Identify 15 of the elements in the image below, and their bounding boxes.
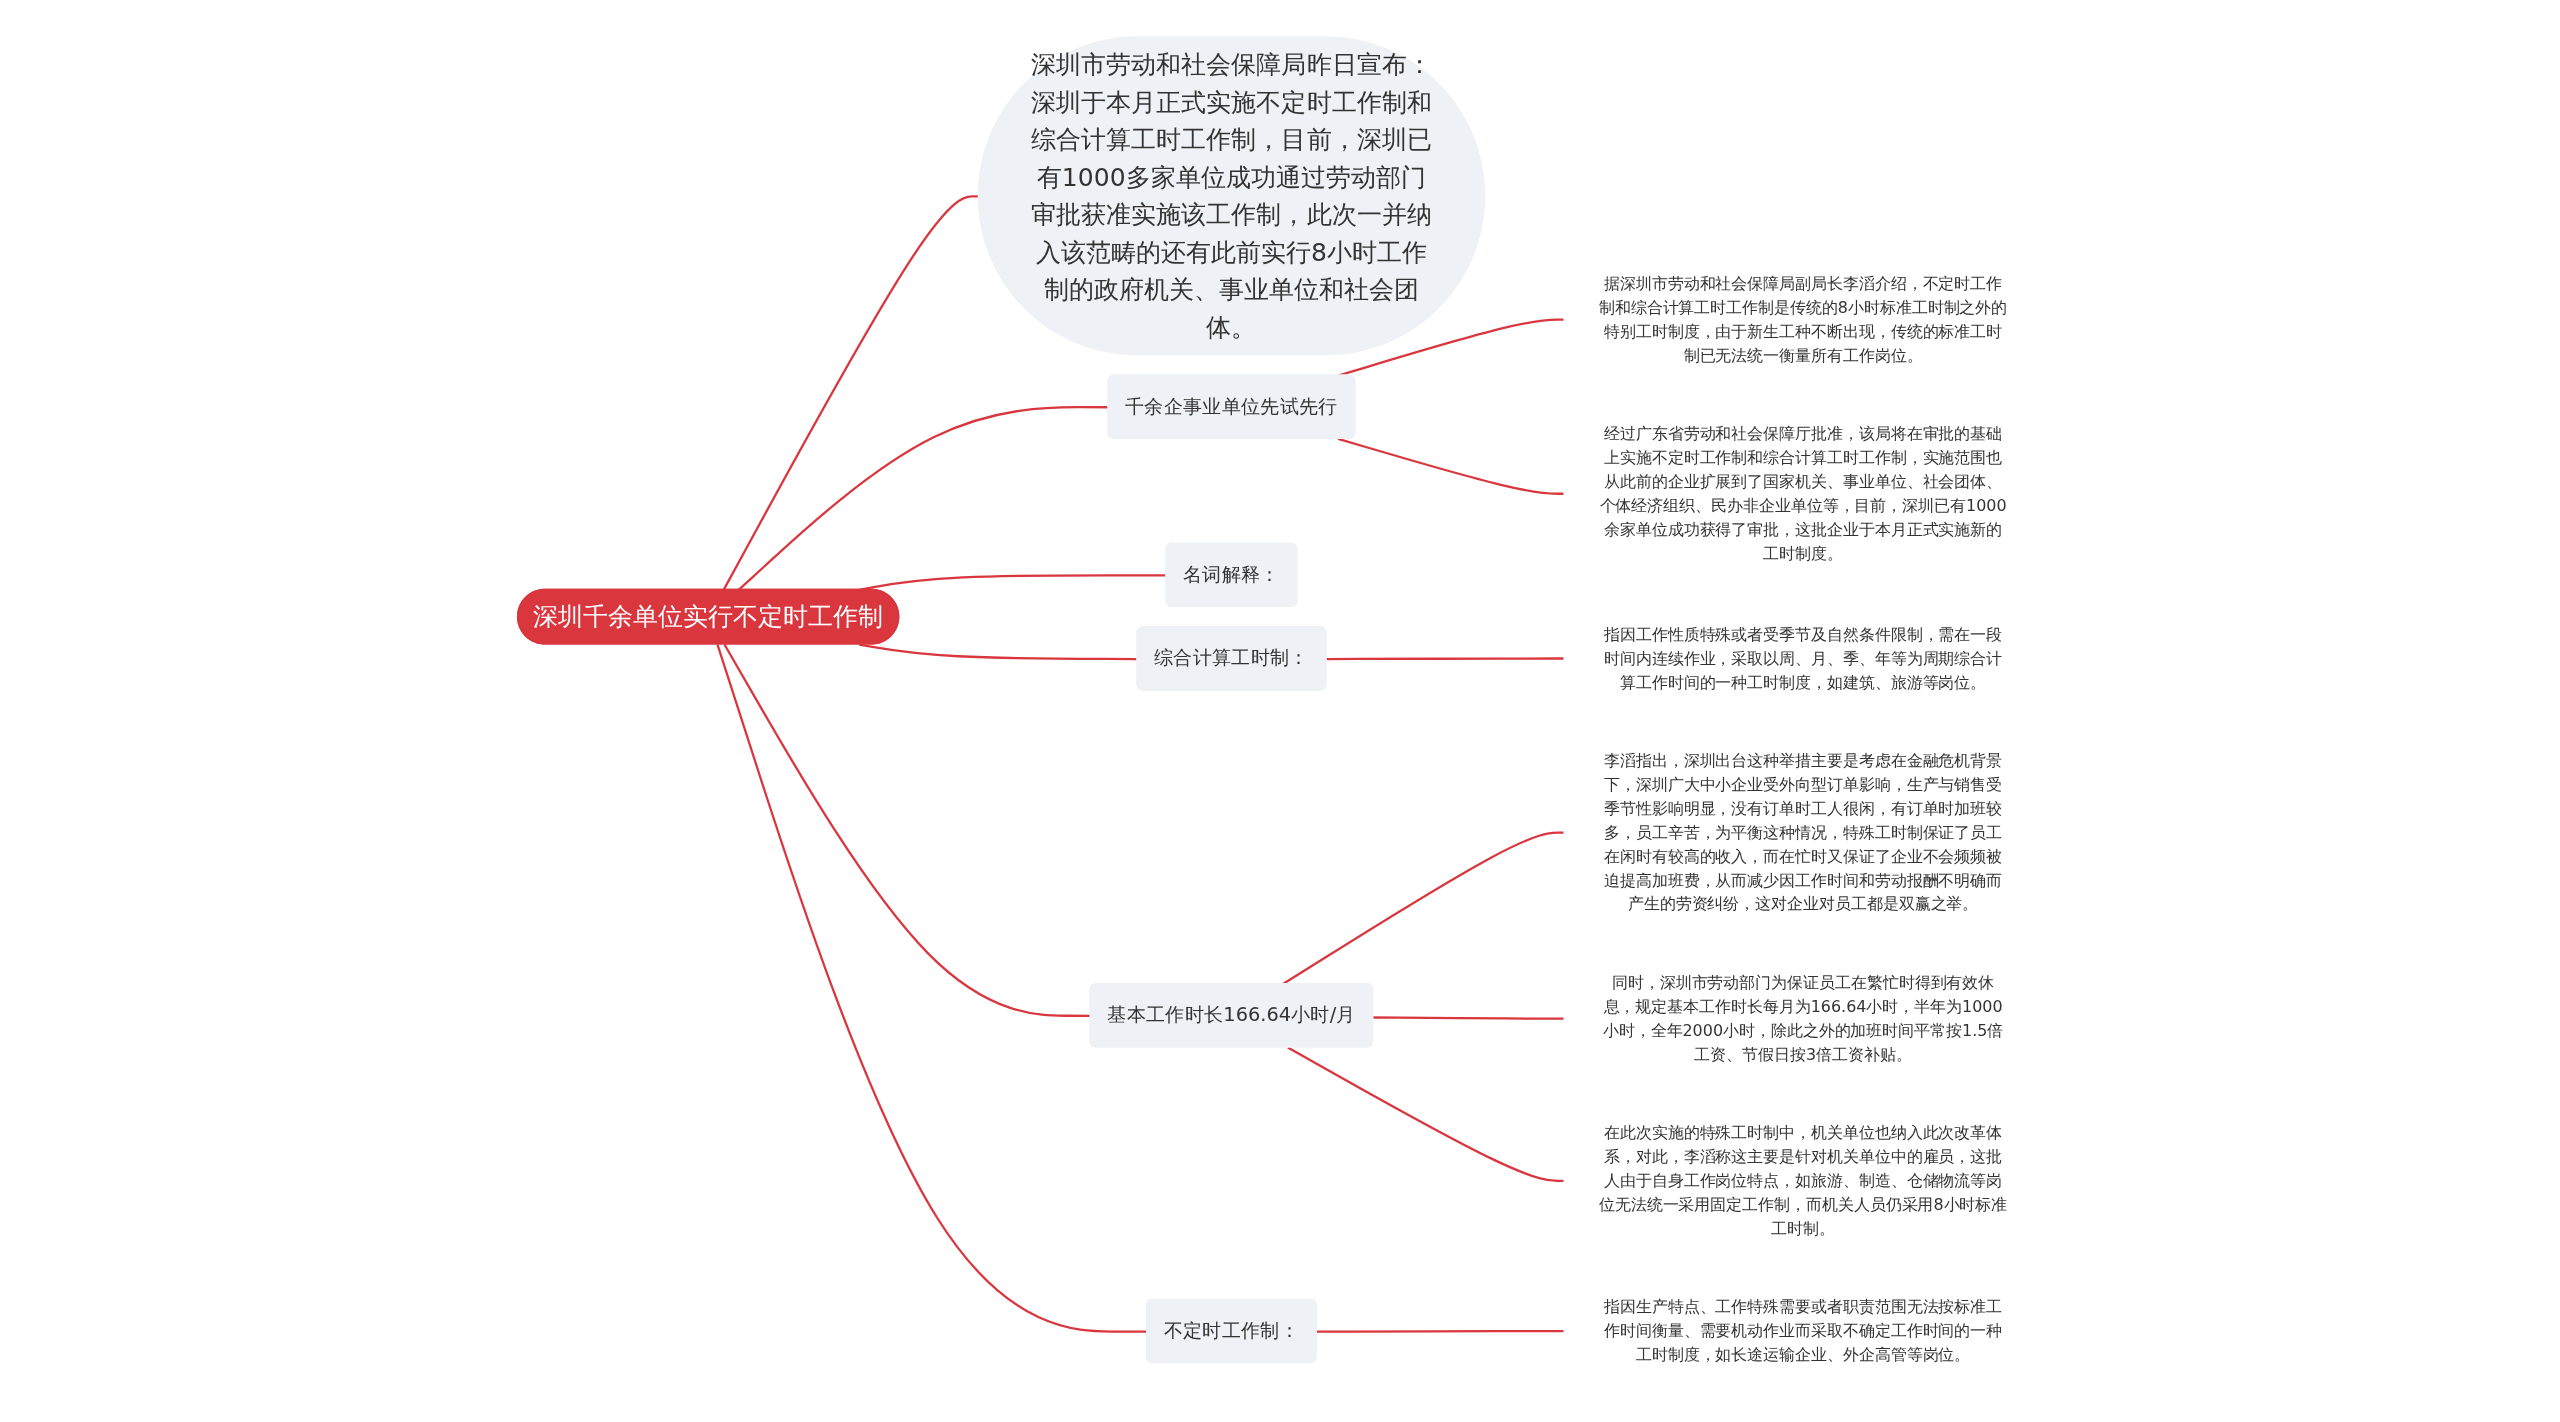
connector — [1326, 657, 1565, 661]
node-text: 同时，深圳市劳动部门为保证员工在繁忙时得到有效休息，规定基本工作时长每月为166.64小时，半年为1000小时，全年2000小时，除此之外的加班时间平常按1.5倍工资、节假日按3倍工资补贴。 — [1603, 973, 2004, 1064]
connector — [1287, 1046, 1565, 1183]
connector — [723, 644, 1091, 1018]
node-text: 经过广东省劳动和社会保障厅批准，该局将在审批的基础上实施不定时工作制和综合计算工时工作制，实施范围也从此前的企业扩展到了国家机关、事业单位、社会团体、个体经济组织、民办非企业单位等，目前，深圳已有1000余家单位成功获得了审批，这批企业于本月正式实施新的工时制度。 — [1599, 424, 2007, 563]
connector — [1316, 1330, 1565, 1334]
connector — [1373, 1016, 1565, 1021]
node-text: 据深圳市劳动和社会保障局副局长李滔介绍，不定时工作制和综合计算工时工作制是传统的8小时标准工时制之外的特别工时制度，由于新生工种不断出现，传统的标准工时制已无法统一衡量所有工作岗位。 — [1599, 274, 2008, 365]
connector — [1338, 438, 1565, 496]
connector — [1282, 831, 1565, 986]
connector — [859, 643, 1138, 661]
node-text: 在此次实施的特殊工时制中，机关单位也纳入此次改革体系，对此，李滔称这主要是针对机关单位中的雇员，这批人由于自身工作岗位特点，如旅游、制造、仓储物流等岗位无法统一采用固定工作制，而机关人员仍采用8小时标准工时制。 — [1599, 1123, 2008, 1238]
node-text: 指因工作性质特殊或者受季节及自然条件限制，需在一段时间内连续作业，采取以周、月、季、年等为周期综合计算工作时间的一种工时制度，如建筑、旅游等岗位。 — [1604, 625, 2003, 692]
node-text: 指因生产特点、工作特殊需要或者职责范围无法按标准工作时间衡量、需要机动作业而采取不确定工作时间的一种工时制度，如长途运输企业、外企高管等岗位。 — [1604, 1297, 2003, 1364]
node-text: 李滔指出，深圳出台这种举措主要是考虑在金融危机背景下，深圳广大中小企业受外向型订单影响，生产与销售受季节性影响明显，没有订单时工人很闲，有订单时加班较多，员工辛苦，为平衡这种情况，特殊工时制保证了员工在闲时有较高的收入，而在忙时又保证了企业不会频频被迫提高加班费，从而减少因工作时间和劳动报酬不明确而产生的劳资纠纷，这对企业对员工都是双赢之举。 — [1604, 751, 2003, 914]
